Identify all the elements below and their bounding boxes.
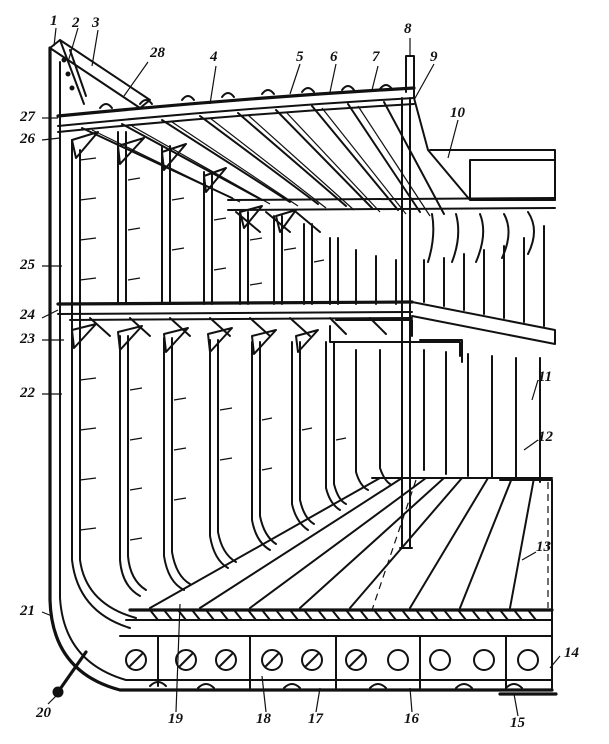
callout-14: 14 xyxy=(564,645,579,661)
hold-side-frames xyxy=(119,335,541,597)
upper-deck-girder xyxy=(227,197,556,211)
upper-deck-beams xyxy=(81,101,445,217)
deck-beam-heads xyxy=(99,84,393,109)
callout-26: 26 xyxy=(20,131,35,147)
callout-7: 7 xyxy=(372,49,380,65)
callout-24: 24 xyxy=(20,307,35,323)
callout-8: 8 xyxy=(404,21,412,37)
bulkhead-stiffener-dashed xyxy=(371,479,417,611)
tween-deck-beams xyxy=(89,317,387,337)
callout-15: 15 xyxy=(510,715,525,731)
callout-27: 27 xyxy=(20,109,35,125)
tween-deck-end-bracket xyxy=(419,339,463,363)
rivet-mark xyxy=(65,71,71,77)
callout-5: 5 xyxy=(296,49,304,65)
bilge-keel xyxy=(56,650,88,694)
callout-21: 21 xyxy=(20,603,35,619)
bilge-frame xyxy=(79,149,137,619)
callout-1: 1 xyxy=(50,13,58,29)
deck-stringer xyxy=(57,103,415,133)
tween-deck-girder xyxy=(335,319,413,337)
tween-deck-stringer xyxy=(69,317,413,321)
callout-17: 17 xyxy=(308,711,323,727)
callout-23: 23 xyxy=(20,331,35,347)
callout-28: 28 xyxy=(150,45,165,61)
callout-3: 3 xyxy=(92,15,100,31)
callout-4: 4 xyxy=(210,49,218,65)
bilge-frame xyxy=(71,139,131,629)
callout-13: 13 xyxy=(536,539,551,555)
lightening-holes xyxy=(125,649,539,671)
far-side-frames xyxy=(423,211,545,327)
callout-9: 9 xyxy=(430,49,438,65)
tween-deck-depth xyxy=(411,301,556,345)
callout-16: 16 xyxy=(404,711,419,727)
hatch-coaming xyxy=(429,149,556,201)
tank-top-planks xyxy=(149,477,535,609)
frame-lugs-lower xyxy=(79,377,347,541)
bulwark-stay xyxy=(59,39,87,105)
upper-deck-lower-edge xyxy=(57,97,415,127)
bilge-keel-bulb xyxy=(52,686,64,698)
rivet-mark xyxy=(69,85,75,91)
callout-11: 11 xyxy=(538,369,553,385)
margin-plate-hatching xyxy=(149,609,537,621)
floor-scallops xyxy=(149,681,523,689)
tween-deck-edge xyxy=(56,300,414,306)
callout-6: 6 xyxy=(330,49,338,65)
side-shell-plating xyxy=(48,46,554,692)
tween-deck-underside xyxy=(329,325,461,357)
callout-25: 25 xyxy=(20,257,35,273)
callout-10: 10 xyxy=(450,105,465,121)
deck-stanchion-top xyxy=(405,55,415,99)
floor-plates xyxy=(157,635,507,689)
callout-18: 18 xyxy=(256,711,271,727)
inner-shell-line xyxy=(59,61,553,681)
tween-deck-lower xyxy=(57,311,413,315)
rivet-mark xyxy=(61,57,67,63)
beam-knees xyxy=(71,323,319,355)
leader-lines xyxy=(41,27,561,717)
callout-20: 20 xyxy=(36,705,51,721)
sheer-strake-bracket xyxy=(49,39,151,109)
hold-pillar xyxy=(401,97,411,549)
upper-deck-edge xyxy=(56,86,416,118)
callout-22: 22 xyxy=(20,385,35,401)
tween-side-frames xyxy=(117,131,397,305)
callout-19: 19 xyxy=(168,711,183,727)
callout-2: 2 xyxy=(72,15,80,31)
frame-lugs-upper xyxy=(79,157,325,286)
callout-12: 12 xyxy=(538,429,553,445)
